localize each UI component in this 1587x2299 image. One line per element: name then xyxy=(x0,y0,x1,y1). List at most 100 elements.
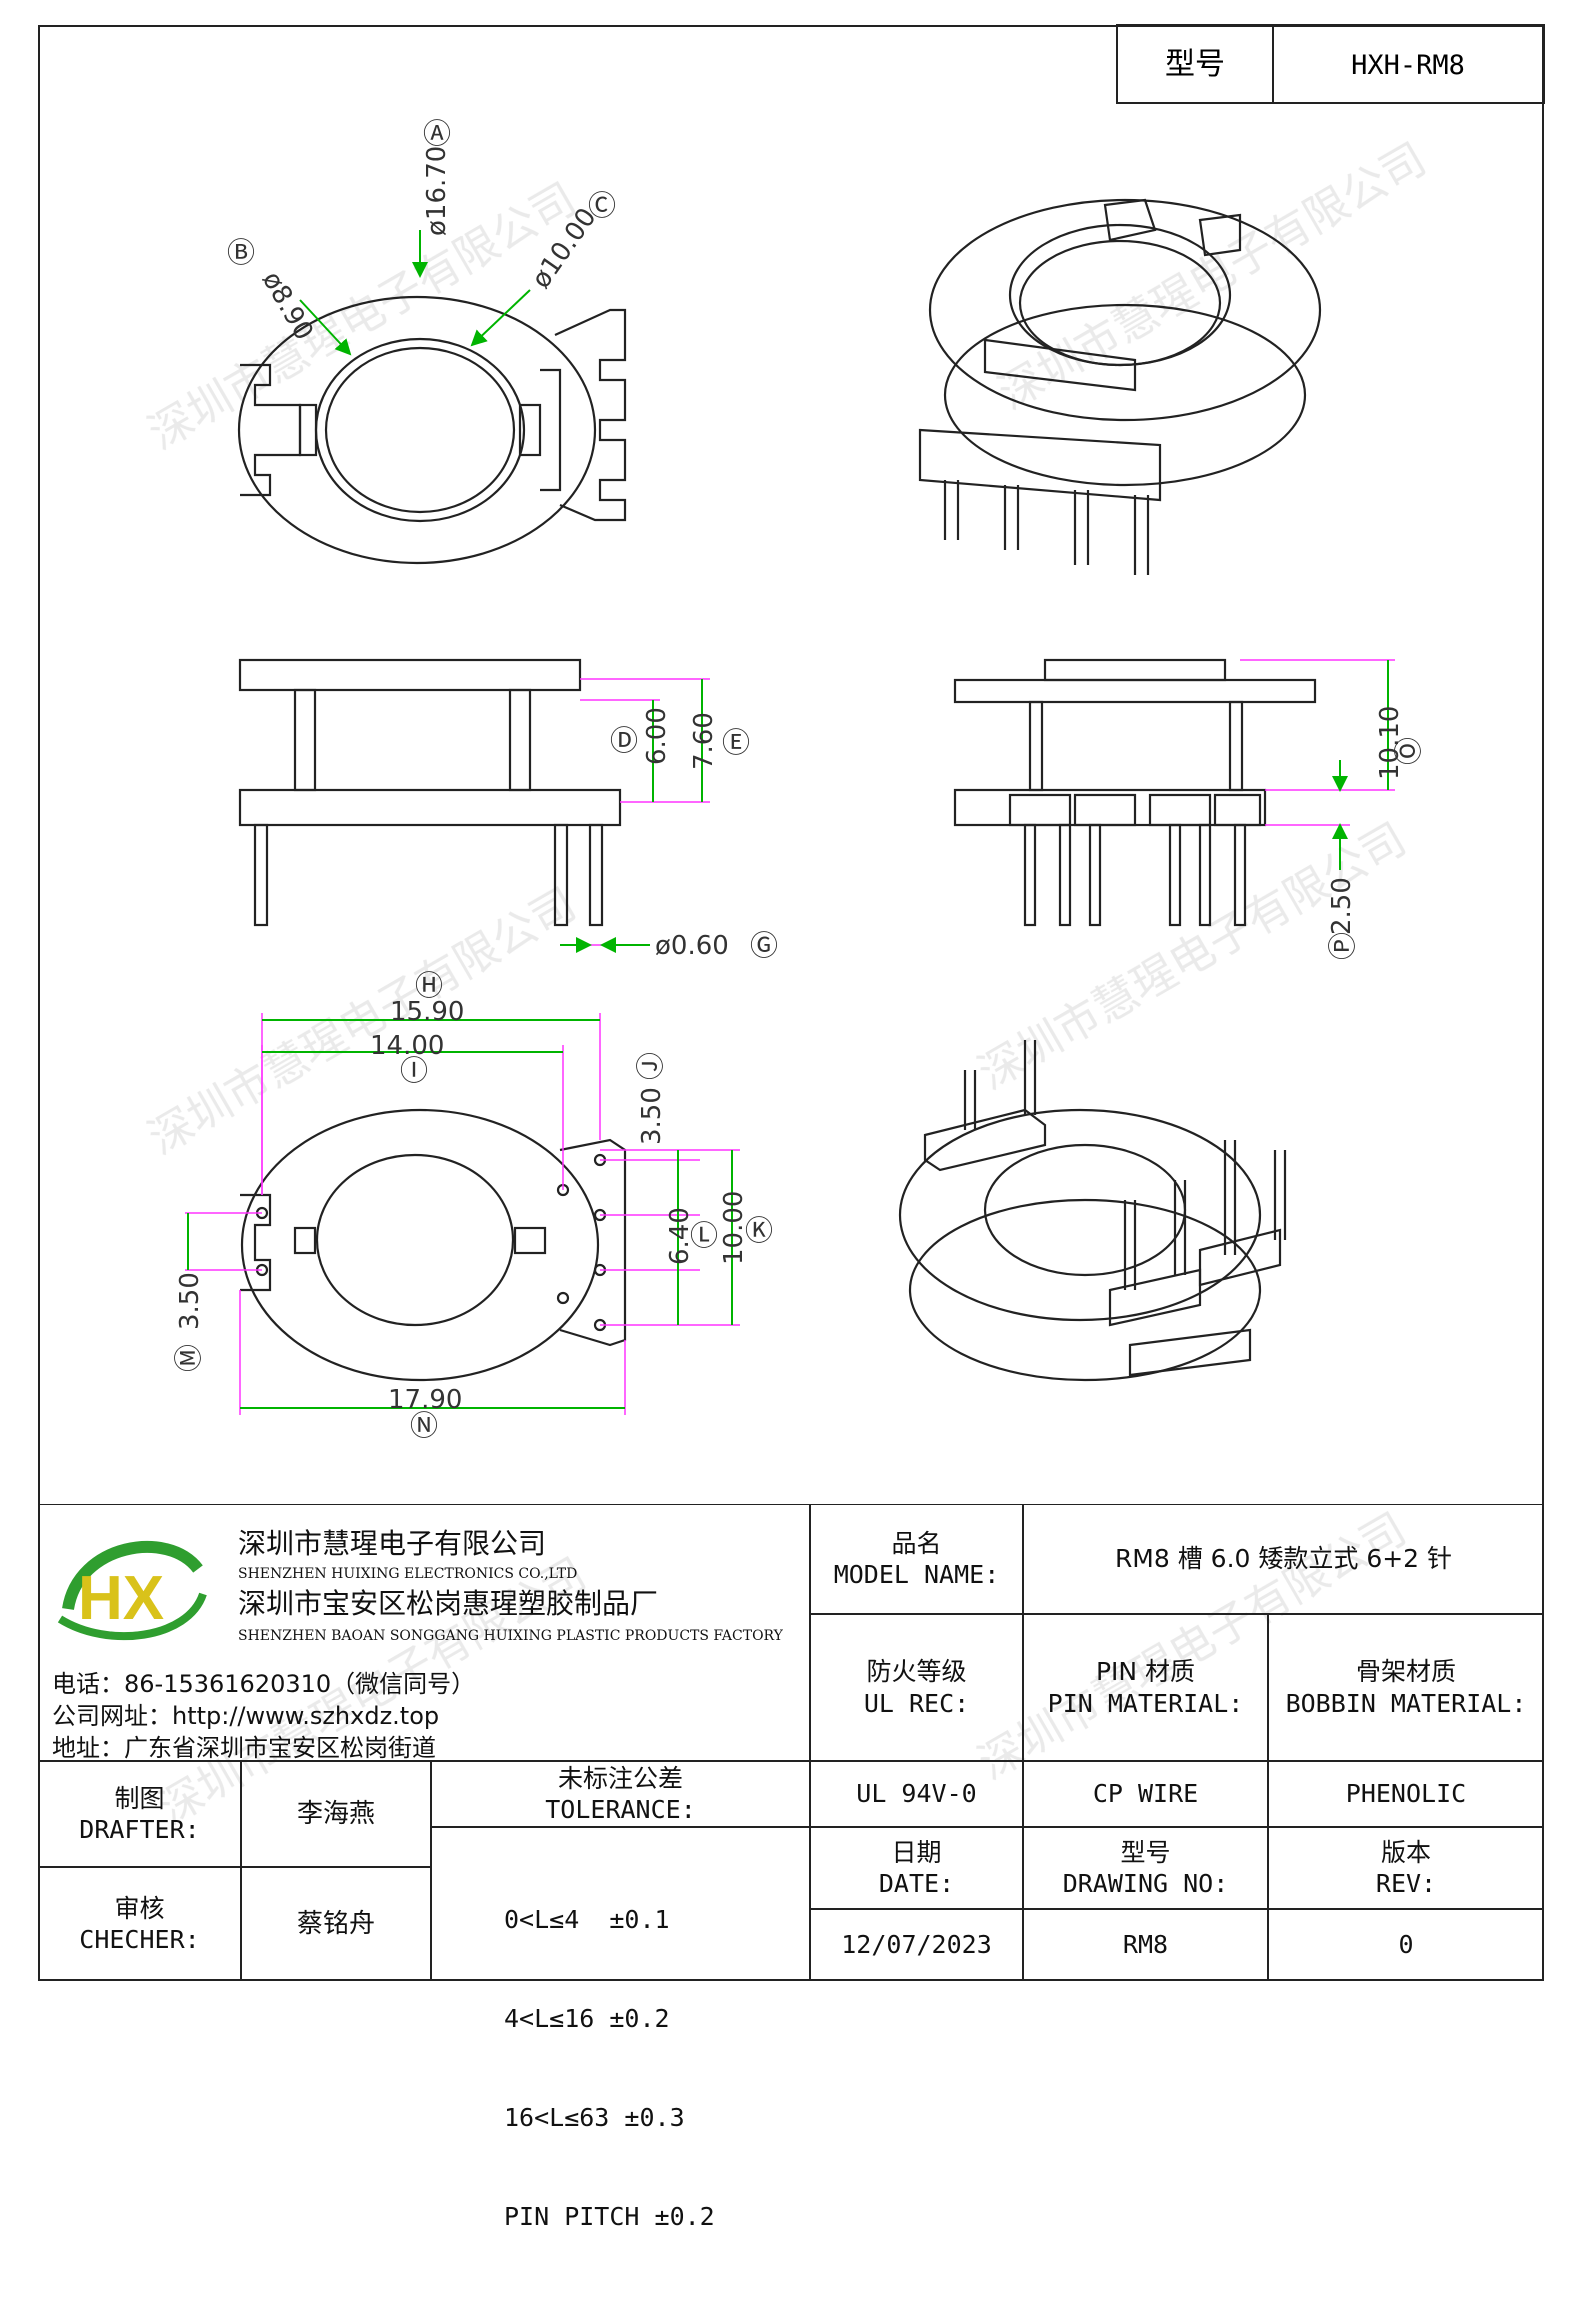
date-label: 日期 DATE: xyxy=(810,1827,1023,1909)
rev-label-cn: 版本 xyxy=(1380,1837,1431,1867)
rev-label: 版本 REV: xyxy=(1268,1827,1544,1909)
dim-label-j: 3.50 xyxy=(637,1087,667,1145)
callout-j: Ⓙ xyxy=(634,1052,667,1080)
dim-label-p: 2.50 xyxy=(1327,877,1357,935)
tolerance-label: 未标注公差 TOLERANCE: xyxy=(431,1761,810,1827)
header-model-box: 型号 HXH-RM8 xyxy=(1116,24,1545,104)
callout-l: Ⓛ xyxy=(690,1219,718,1252)
dim-label-h: 15.90 xyxy=(390,997,464,1027)
dim-label-m: 3.50 xyxy=(175,1272,205,1330)
company-name-en: SHENZHEN HUIXING ELECTRONICS CO.,LTD xyxy=(238,1566,578,1582)
callout-i: Ⓘ xyxy=(400,1054,428,1087)
company-website: 公司网址：http://www.szhxdz.top xyxy=(52,1702,440,1730)
dim-label-o: 10.10 xyxy=(1375,706,1405,780)
checker-label-en: CHECHER: xyxy=(79,1925,200,1954)
callout-b: Ⓑ xyxy=(227,236,255,269)
factory-name-en: SHENZHEN BAOAN SONGGANG HUIXING PLASTIC … xyxy=(238,1628,783,1644)
bobbin-label-cn: 骨架材质 xyxy=(1355,1657,1456,1687)
pin-material-label: PIN 材质 PIN MATERIAL: xyxy=(1023,1614,1268,1761)
bottom-view-dims xyxy=(185,1013,740,1415)
dim-label-a: ø16.70 xyxy=(422,146,452,236)
watermark-text: 深圳市慧瑆电子有限公司 xyxy=(140,878,585,1164)
drafter-label-en: DRAFTER: xyxy=(79,1815,200,1844)
dim-label-g: ø0.60 xyxy=(655,931,729,961)
header-model-value: HXH-RM8 xyxy=(1351,50,1465,81)
company-phone: 电话：86-15361620310（微信同号） xyxy=(52,1670,476,1698)
tolerance-label-cn: 未标注公差 xyxy=(557,1763,683,1793)
callout-c: Ⓒ xyxy=(588,189,616,222)
company-address: 地址：广东省深圳市宝安区松岗街道 xyxy=(52,1734,436,1762)
top-view xyxy=(237,295,627,565)
rev-value: 0 xyxy=(1398,1930,1414,1960)
dim-label-i: 14.00 xyxy=(370,1031,444,1061)
rev-label-en: REV: xyxy=(1375,1869,1437,1898)
bobbin-material-label: 骨架材质 BOBBIN MATERIAL: xyxy=(1268,1614,1544,1761)
dim-label-b: ø8.90 xyxy=(256,267,319,346)
bottom-view-labels: 15.90 Ⓗ 14.00 Ⓘ 17.90 Ⓝ 3.50 Ⓜ 3.50 Ⓙ 6.… xyxy=(172,969,773,1442)
callout-p: Ⓟ xyxy=(1326,932,1359,960)
pin-value: CP WIRE xyxy=(1092,1779,1199,1809)
callout-h: Ⓗ xyxy=(415,969,443,1002)
tolerance-row: 4<L≤16 ±0.2 xyxy=(504,2004,670,2033)
drawing-no-label: 型号 DRAWING NO: xyxy=(1023,1827,1268,1909)
isometric-view-bottom xyxy=(898,1040,1287,1382)
drawing-no-label-cn: 型号 xyxy=(1120,1837,1171,1867)
checker-name: 蔡铭舟 xyxy=(296,1908,375,1939)
drafter-label-cn: 制图 xyxy=(114,1783,165,1813)
bottom-view xyxy=(240,1108,627,1382)
logo-letters: HX xyxy=(78,1564,164,1633)
model-name-label: 品名 MODEL NAME: xyxy=(810,1504,1023,1614)
tolerance-row: PIN PITCH ±0.2 xyxy=(504,2202,715,2231)
watermark-text: 深圳市慧瑆电子有限公司 xyxy=(990,133,1435,419)
title-block: HX 深圳市慧瑆电子有限公司 SHENZHEN HUIXING ELECTRON… xyxy=(38,1504,1544,2231)
side-view-dims-green xyxy=(1332,660,1389,870)
company-name-cn: 深圳市慧瑆电子有限公司 xyxy=(238,1527,547,1560)
drawing-no-label-en: DRAWING NO: xyxy=(1062,1869,1229,1898)
date-value: 12/07/2023 xyxy=(841,1930,992,1960)
model-name-value: RM8 槽 6.0 矮款立式 6+2 针 xyxy=(1114,1544,1453,1574)
dim-label-l: 6.40 xyxy=(665,1207,695,1265)
tolerance-list: 0<L≤4 ±0.1 4<L≤16 ±0.2 16<L≤63 ±0.3 PIN … xyxy=(504,1837,715,2299)
pin-label-en: PIN MATERIAL: xyxy=(1047,1688,1244,1718)
drafter-name: 李海燕 xyxy=(296,1798,375,1829)
model-name-label-cn: 品名 xyxy=(891,1528,942,1558)
dim-label-d: 6.00 xyxy=(642,707,672,765)
dim-label-e: 7.60 xyxy=(689,712,719,770)
company-logo: HX xyxy=(57,1541,207,1641)
front-view-dims-green xyxy=(560,679,703,953)
pin-label-cn: PIN 材质 xyxy=(1095,1657,1196,1687)
dim-label-n: 17.90 xyxy=(388,1385,462,1415)
bobbin-label-en: BOBBIN MATERIAL: xyxy=(1285,1688,1527,1718)
side-view-labels: 10.10 Ⓞ 2.50 Ⓟ xyxy=(1326,706,1425,960)
front-view xyxy=(238,658,622,927)
technical-drawing: 型号 HXH-RM8 深圳市慧瑆电子有限公司 深圳市慧瑆电子有限公司 深圳市慧瑆… xyxy=(140,24,1545,1835)
callout-m: Ⓜ xyxy=(172,1344,205,1372)
date-label-cn: 日期 xyxy=(891,1837,942,1867)
side-view-dims xyxy=(1240,659,1395,826)
date-label-en: DATE: xyxy=(878,1869,955,1898)
callout-d: Ⓓ xyxy=(610,724,638,757)
callout-k: Ⓚ xyxy=(745,1214,773,1247)
bottom-view-dims-green xyxy=(187,1019,733,1409)
ul-label: 防火等级 UL REC: xyxy=(810,1614,1023,1761)
drawing-sheet xyxy=(38,25,1544,1981)
title-block-grid xyxy=(38,1504,1544,1981)
side-view xyxy=(953,658,1317,927)
callout-n: Ⓝ xyxy=(410,1409,438,1442)
drawing-no-value: RM8 xyxy=(1122,1930,1169,1960)
tolerance-row: 16<L≤63 ±0.3 xyxy=(504,2103,685,2132)
callout-e: Ⓔ xyxy=(722,726,750,759)
front-view-labels: 6.00 Ⓓ 7.60 Ⓔ ø0.60 Ⓖ xyxy=(610,707,778,962)
watermark-text: 深圳市慧瑆电子有限公司 xyxy=(140,173,585,459)
dim-label-k: 10.00 xyxy=(719,1191,749,1265)
header-model-label: 型号 xyxy=(1165,47,1225,82)
ul-label-en: UL REC: xyxy=(863,1688,970,1718)
tolerance-row: 0<L≤4 ±0.1 xyxy=(504,1905,670,1934)
checker-label: 审核 CHECHER: xyxy=(38,1867,241,1981)
isometric-view-top xyxy=(918,198,1322,575)
model-name-label-en: MODEL NAME: xyxy=(833,1560,1000,1589)
ul-label-cn: 防火等级 xyxy=(866,1657,967,1687)
callout-a: Ⓐ xyxy=(423,117,451,150)
bobbin-value: PHENOLIC xyxy=(1345,1779,1467,1809)
callout-o: Ⓞ xyxy=(1392,737,1425,765)
